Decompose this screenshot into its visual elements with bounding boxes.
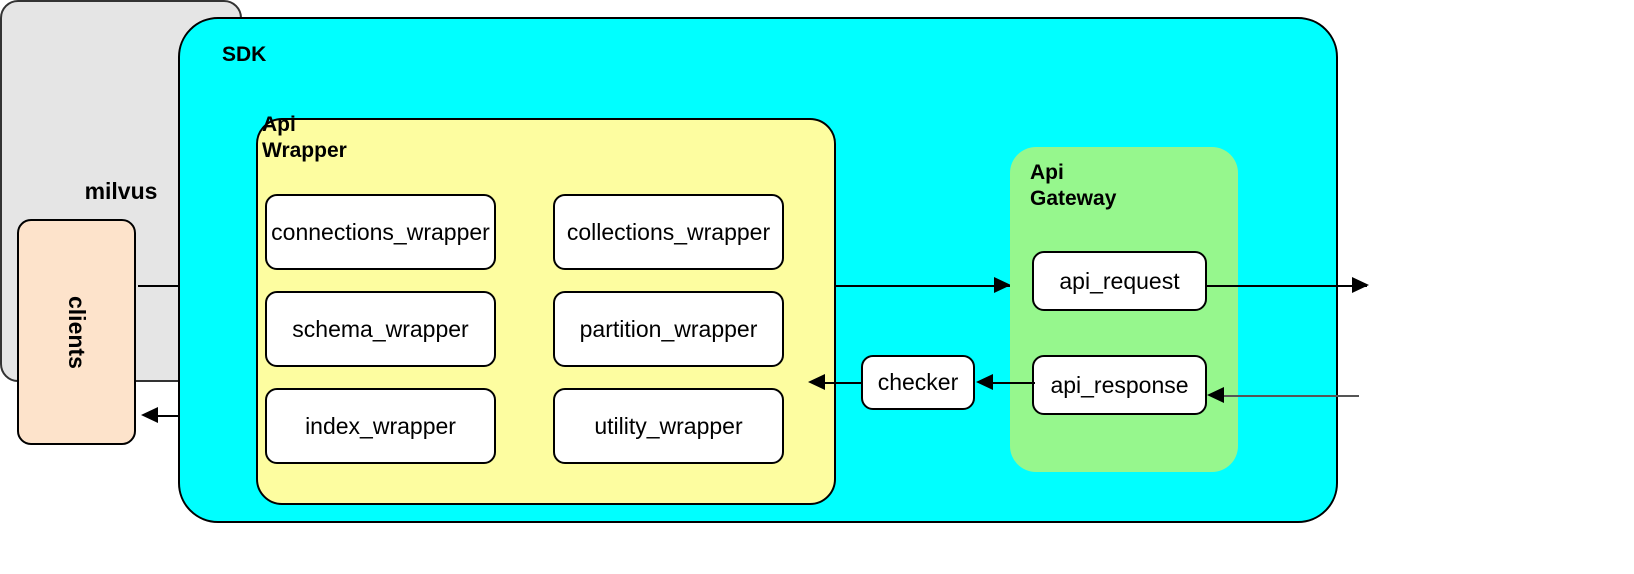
clients-node[interactable]: clients <box>17 219 136 445</box>
api-request-label: api_request <box>1059 267 1180 294</box>
api-response-node[interactable]: api_response <box>1032 355 1207 415</box>
index-wrapper-label: index_wrapper <box>305 412 456 439</box>
connections-wrapper-node[interactable]: connections_wrapper <box>265 194 496 270</box>
arrow-api-response-to-checker-head <box>976 374 993 390</box>
partition-wrapper-label: partition_wrapper <box>579 315 758 342</box>
partition-wrapper-node[interactable]: partition_wrapper <box>553 291 784 367</box>
arrow-milvus-to-api-response-head <box>1207 387 1224 403</box>
collections-wrapper-node[interactable]: collections_wrapper <box>553 194 784 270</box>
arrow-checker-to-api-wrapper-line <box>824 382 863 384</box>
milvus-label: milvus <box>84 177 158 204</box>
arrow-milvus-to-api-response-line <box>1222 395 1359 397</box>
clients-label: clients <box>64 295 90 369</box>
connections-wrapper-label: connections_wrapper <box>271 218 490 245</box>
checker-label: checker <box>877 369 959 395</box>
api-response-label: api_response <box>1050 371 1189 398</box>
api-request-node[interactable]: api_request <box>1032 251 1207 311</box>
arrow-api-request-to-milvus-head <box>1352 277 1369 293</box>
arrow-api-request-to-milvus-line <box>1207 285 1367 287</box>
arrow-api-wrapper-to-api-request-line <box>836 285 1011 287</box>
sdk-title: SDK <box>222 43 267 66</box>
arrow-api-wrapper-to-clients-head <box>141 407 158 423</box>
arrow-api-response-to-checker-line <box>990 382 1035 384</box>
collections-wrapper-label: collections_wrapper <box>566 218 771 245</box>
arrow-checker-to-api-wrapper-head <box>808 374 825 390</box>
schema-wrapper-node[interactable]: schema_wrapper <box>265 291 496 367</box>
api-gateway-title: Api Gateway <box>1030 161 1117 210</box>
schema-wrapper-label: schema_wrapper <box>292 315 469 342</box>
api-wrapper-title: Api Wrapper <box>262 113 347 162</box>
checker-node[interactable]: checker <box>861 355 975 410</box>
arrow-api-wrapper-to-api-request-head <box>994 277 1011 293</box>
utility-wrapper-node[interactable]: utility_wrapper <box>553 388 784 464</box>
index-wrapper-node[interactable]: index_wrapper <box>265 388 496 464</box>
utility-wrapper-label: utility_wrapper <box>594 412 743 439</box>
